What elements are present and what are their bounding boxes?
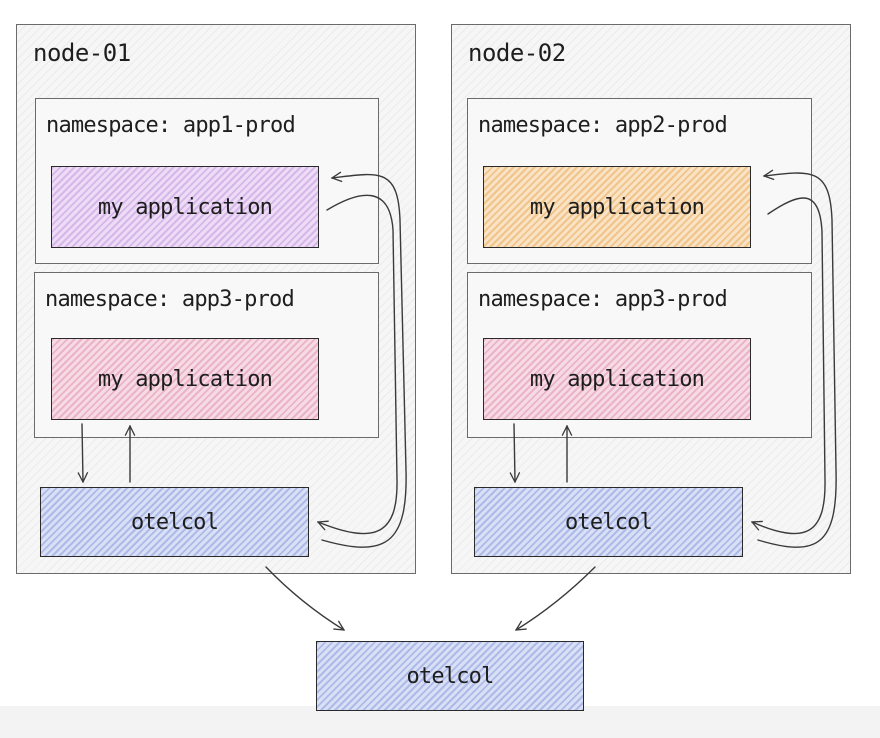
otelcol-agent-node01[interactable]: otelcol bbox=[40, 487, 309, 557]
node-01-label: node-01 bbox=[33, 39, 131, 67]
bottom-strip bbox=[0, 706, 880, 738]
app-label: my application bbox=[97, 194, 273, 220]
otelcol-gateway-label: otelcol bbox=[406, 663, 494, 689]
app3-application-box-node01[interactable]: my application bbox=[51, 338, 319, 420]
app2-application-box[interactable]: my application bbox=[483, 166, 751, 248]
otelcol-label: otelcol bbox=[130, 509, 219, 535]
loop-otelcol-to-app2-node02 bbox=[757, 173, 837, 548]
app1-application-box[interactable]: my application bbox=[51, 166, 319, 248]
otelcol-gateway[interactable]: otelcol bbox=[316, 641, 584, 711]
namespace-label: namespace: app3-prod bbox=[45, 287, 295, 312]
arrow-app3-to-otelcol-node01 bbox=[82, 423, 83, 482]
app-label: my application bbox=[97, 366, 273, 392]
loop-app2-to-otelcol-node02 bbox=[752, 197, 826, 535]
app-label: my application bbox=[529, 194, 705, 220]
loop-otelcol-to-app1-node01 bbox=[321, 175, 407, 548]
namespace-label: namespace: app2-prod bbox=[478, 113, 728, 138]
otelcol-label: otelcol bbox=[564, 509, 653, 535]
arrow-otelcol-node02-to-gateway bbox=[516, 566, 596, 630]
arrow-otelcol-node01-to-gateway bbox=[265, 566, 344, 630]
app3-application-box-node02[interactable]: my application bbox=[483, 338, 751, 420]
loop-app1-to-otelcol-node01 bbox=[318, 194, 398, 535]
node-02-label: node-02 bbox=[468, 39, 566, 67]
otelcol-agent-node02[interactable]: otelcol bbox=[474, 487, 743, 557]
arrow-app3-to-otelcol-node02 bbox=[514, 423, 515, 482]
namespace-label: namespace: app1-prod bbox=[46, 113, 296, 138]
namespace-label: namespace: app3-prod bbox=[478, 287, 728, 312]
app-label: my application bbox=[529, 366, 705, 392]
